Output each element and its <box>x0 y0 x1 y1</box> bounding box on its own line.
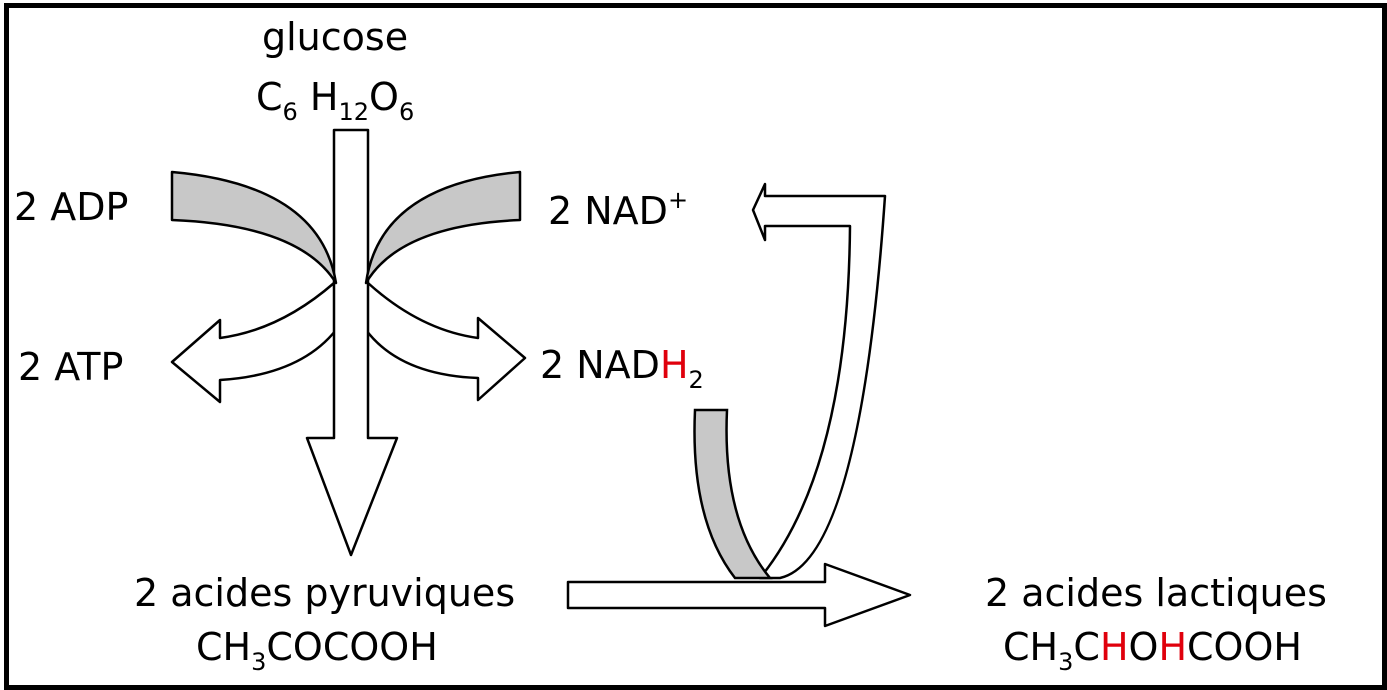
lactic-f4: COOH <box>1187 625 1302 669</box>
lactic-name: 2 acides lactiques <box>985 571 1327 615</box>
formula-h-count: 12 <box>338 98 370 126</box>
atp-output-arrow <box>170 281 338 404</box>
pyruvate-to-lactate-arrow <box>566 562 912 628</box>
nad-input-band <box>364 170 522 285</box>
diagram-frame <box>4 3 1387 690</box>
formula-o: O <box>369 75 399 119</box>
lactic-f1-count: 3 <box>1058 648 1074 676</box>
nad-text: 2 NAD <box>548 189 668 233</box>
formula-c: C <box>256 75 283 119</box>
nadh-consumption-band <box>693 408 773 580</box>
formula-h: H <box>309 75 339 119</box>
nadh-hydrogen: H <box>659 343 689 387</box>
formula-c-count: 6 <box>282 98 298 126</box>
adp-label: 2 ADP <box>14 185 129 229</box>
adp-input-band <box>170 170 338 285</box>
formula-o-count: 6 <box>398 98 415 126</box>
nad-regeneration-arrow <box>751 182 887 580</box>
glucose-label: glucose <box>262 15 409 59</box>
pyruvic-name: 2 acides pyruviques <box>134 571 516 615</box>
nadh-label: 2 NADH2 <box>540 346 704 392</box>
pyruvic-f2: COCOOH <box>266 625 438 669</box>
lactic-f2: C <box>1073 625 1100 669</box>
lactic-formula: CH3CHOHCOOH <box>1003 628 1302 674</box>
glucose-formula: C6 H12O6 <box>256 78 414 124</box>
lactic-h1: H <box>1099 625 1129 669</box>
pyruvic-f1-count: 3 <box>251 648 267 676</box>
lactic-f1: CH <box>1003 625 1059 669</box>
nad-charge: + <box>667 186 689 214</box>
nadh-prefix: 2 NAD <box>540 343 660 387</box>
pyruvic-f1: CH <box>196 625 252 669</box>
nadh-count: 2 <box>688 366 704 394</box>
lactic-h2: H <box>1158 625 1188 669</box>
pyruvic-formula: CH3COCOOH <box>196 628 438 674</box>
nadh-output-arrow <box>364 281 527 402</box>
nad-label: 2 NAD+ <box>548 188 688 230</box>
lactic-f3: O <box>1128 625 1159 669</box>
atp-label: 2 ATP <box>18 345 124 389</box>
glucose-to-pyruvate-arrow <box>305 128 399 557</box>
